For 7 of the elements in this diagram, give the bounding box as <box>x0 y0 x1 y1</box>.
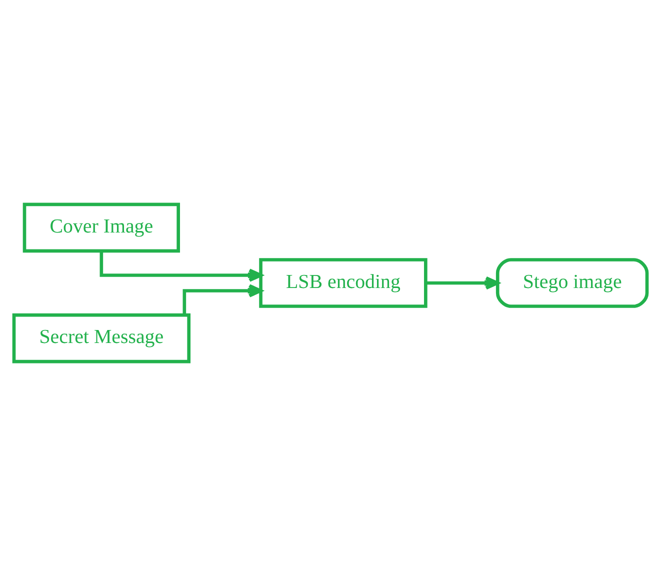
arrow <box>426 276 499 290</box>
node-box: Stego image <box>496 258 649 308</box>
node-box: Secret Message <box>12 312 190 363</box>
node-box: Cover Image <box>22 202 180 252</box>
arrow <box>100 250 262 282</box>
node-box: LSB encoding <box>259 258 428 308</box>
arrow <box>182 284 262 314</box>
